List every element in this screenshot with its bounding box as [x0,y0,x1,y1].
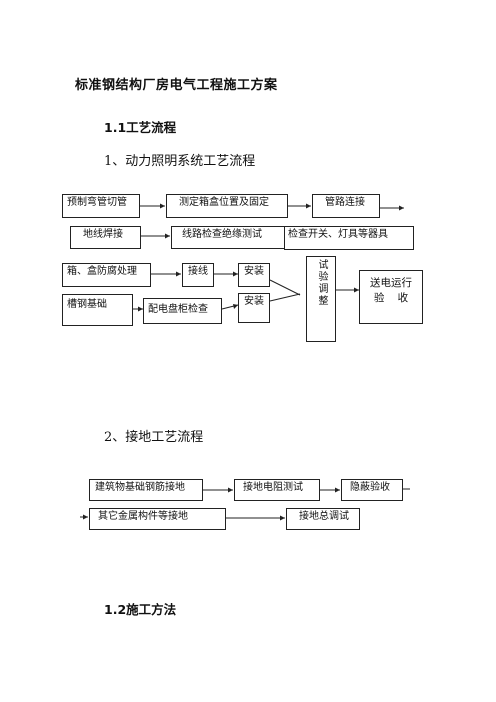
flow-box-grounding-debug: 接地总调试 [286,508,360,530]
flow-box-anticorrosion: 箱、盒防腐处理 [62,263,151,287]
flow-box-pipe-connect: 管路连接 [312,194,380,218]
subheading-power-lighting: 1、动力照明系统工艺流程 [104,154,256,169]
flow-box-locate-boxes: 测定箱盒位置及固定 [166,194,288,218]
flow-box-install-2: 安装 [238,293,270,323]
power-acceptance-line-2: 验 收 [373,291,409,304]
flow-box-rebar-grounding: 建筑物基础钢筋接地 [89,479,203,501]
flow-box-install-1: 安装 [238,263,270,287]
subheading-grounding: 2、接地工艺流程 [104,430,204,445]
flow-box-prefab-pipe: 预制弯管切管 [62,194,140,218]
flow-box-insulation-test: 线路检查绝缘测试 [171,226,289,249]
flow-box-channel-foundation: 槽钢基础 [62,294,133,326]
flow-box-resistance-test: 接地电阻测试 [234,479,320,501]
document-title: 标准钢结构厂房电气工程施工方案 [75,78,278,93]
section-heading-construction-method: 1.2施工方法 [104,602,177,617]
flow-box-hidden-acceptance: 隐蔽验收 [341,479,403,501]
flow-box-test-adjust: 试验调整 [306,256,336,342]
test-adjust-label: 试验调整 [316,259,327,307]
flow-box-wiring: 接线 [182,263,214,287]
flow-box-ground-weld: 地线焊接 [70,226,141,249]
flow-box-panel-check: 配电盘柜检查 [143,298,222,324]
power-acceptance-line-1: 送电运行 [370,277,412,289]
flow-box-metal-grounding: 其它金属构件等接地 [89,508,226,530]
section-heading-process: 1.1工艺流程 [104,120,177,135]
flow-box-check-switches: 检查开关、灯具等器具 [284,226,414,250]
flow-box-power-acceptance: 送电运行 验 收 [359,270,423,324]
